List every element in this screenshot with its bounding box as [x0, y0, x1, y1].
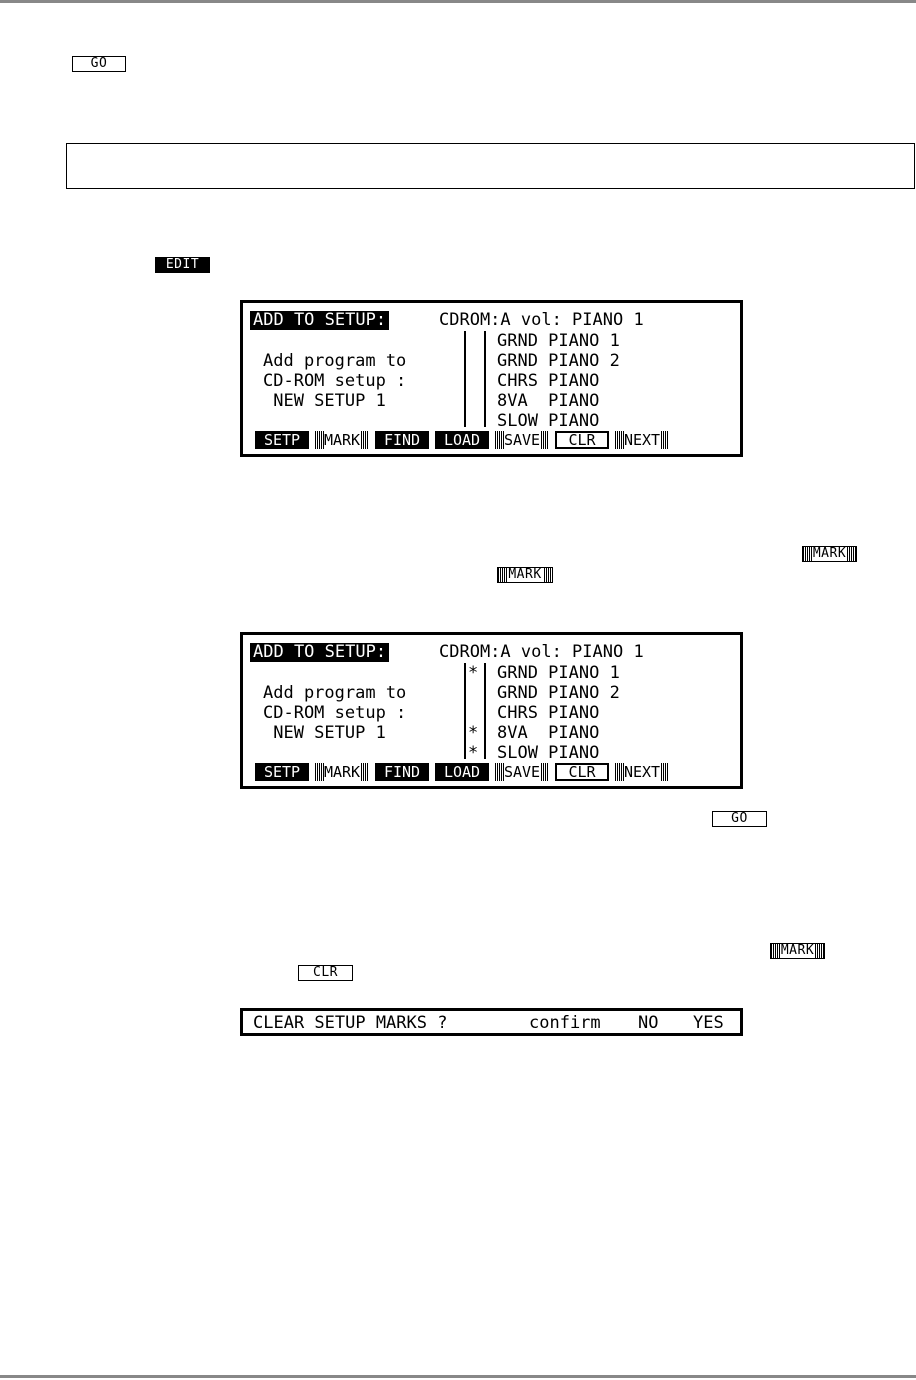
lcd-screen-add-to-setup-marked: ADD TO SETUP: CDROM:A vol: PIANO 1 Add p…: [240, 632, 743, 789]
softkey-next[interactable]: NEXT: [615, 431, 669, 449]
go-key-icon: GO: [712, 811, 767, 827]
mark-key-label: MARK: [507, 567, 543, 582]
softkey-load[interactable]: LOAD: [435, 431, 489, 449]
bottom-rule: [0, 1375, 916, 1378]
instruction-line: Add program to: [263, 683, 407, 703]
column-divider: [484, 331, 486, 427]
program-list: GRND PIANO 1 GRND PIANO 2 CHRS PIANO 8VA…: [497, 663, 620, 763]
softkey-find[interactable]: FIND: [375, 763, 429, 781]
program-item[interactable]: 8VA PIANO: [497, 391, 600, 411]
go-key-label: GO: [90, 56, 108, 71]
softkey-save[interactable]: SAVE: [495, 431, 549, 449]
mark-key-icon: MARK: [770, 943, 825, 959]
softkey-clr[interactable]: CLR: [555, 431, 609, 449]
setup-name: NEW SETUP 1: [263, 391, 386, 411]
top-rule: [0, 0, 916, 3]
mark-indicator: *: [468, 743, 479, 763]
mark-key-icon: MARK: [802, 546, 857, 562]
confirm-yes-button[interactable]: YES: [693, 1013, 724, 1033]
lcd-screen-add-to-setup: ADD TO SETUP: CDROM:A vol: PIANO 1 Add p…: [240, 300, 743, 457]
column-divider: [464, 663, 466, 759]
instruction-line: CD-ROM setup :: [263, 371, 407, 391]
column-divider: [484, 663, 486, 759]
program-list: GRND PIANO 1 GRND PIANO 2 CHRS PIANO 8VA…: [497, 331, 620, 431]
screen-source: CDROM:A vol: PIANO 1: [439, 310, 644, 330]
program-item[interactable]: 8VA PIANO: [497, 723, 600, 743]
mark-key-icon: MARK: [497, 567, 553, 583]
program-item[interactable]: GRND PIANO 2: [497, 351, 620, 371]
program-item[interactable]: GRND PIANO 1: [497, 331, 620, 351]
mark-column: * * *: [468, 663, 478, 763]
note-box: [66, 143, 915, 189]
column-divider: [464, 331, 466, 427]
screen-source: CDROM:A vol: PIANO 1: [439, 642, 644, 662]
edit-key-icon: EDIT: [155, 257, 210, 273]
go-key-icon: GO: [72, 56, 126, 72]
softkey-next[interactable]: NEXT: [615, 763, 669, 781]
program-item[interactable]: CHRS PIANO: [497, 703, 600, 723]
program-item[interactable]: CHRS PIANO: [497, 371, 600, 391]
softkey-setp[interactable]: SETP: [255, 431, 309, 449]
screen-title: ADD TO SETUP:: [250, 311, 390, 330]
screen-instructions: Add program to CD-ROM setup : NEW SETUP …: [263, 683, 406, 743]
confirm-label: confirm: [529, 1013, 601, 1033]
go-key-label: GO: [731, 811, 748, 826]
program-item[interactable]: SLOW PIANO: [497, 411, 600, 431]
edit-key-label: EDIT: [165, 257, 200, 272]
softkey-load[interactable]: LOAD: [435, 763, 489, 781]
softkey-clr[interactable]: CLR: [555, 763, 609, 781]
softkey-bar: SETP MARK FIND LOAD SAVE CLR NEXT: [255, 431, 669, 449]
screen-instructions: Add program to CD-ROM setup : NEW SETUP …: [263, 351, 406, 411]
confirm-no-button[interactable]: NO: [638, 1013, 659, 1033]
softkey-mark[interactable]: MARK: [315, 431, 369, 449]
screen-title: ADD TO SETUP:: [250, 643, 390, 662]
mark-key-label: MARK: [811, 546, 848, 561]
softkey-bar: SETP MARK FIND LOAD SAVE CLR NEXT: [255, 763, 669, 781]
mark-indicator: *: [468, 723, 479, 743]
lcd-confirm-clear-marks: CLEAR SETUP MARKS ? confirm NO YES: [240, 1008, 743, 1036]
program-item[interactable]: GRND PIANO 1: [497, 663, 620, 683]
clr-key-label: CLR: [313, 965, 338, 980]
mark-indicator: *: [468, 663, 479, 683]
setup-name: NEW SETUP 1: [263, 723, 386, 743]
mark-key-label: MARK: [779, 943, 816, 958]
instruction-line: CD-ROM setup :: [263, 703, 407, 723]
softkey-find[interactable]: FIND: [375, 431, 429, 449]
program-item[interactable]: SLOW PIANO: [497, 743, 600, 763]
confirm-prompt: CLEAR SETUP MARKS ?: [253, 1013, 448, 1033]
softkey-setp[interactable]: SETP: [255, 763, 309, 781]
mark-indicator: [468, 683, 478, 703]
clr-key-icon: CLR: [298, 965, 353, 981]
softkey-save[interactable]: SAVE: [495, 763, 549, 781]
softkey-mark[interactable]: MARK: [315, 763, 369, 781]
instruction-line: Add program to: [263, 351, 407, 371]
program-item[interactable]: GRND PIANO 2: [497, 683, 620, 703]
mark-indicator: [468, 703, 478, 723]
